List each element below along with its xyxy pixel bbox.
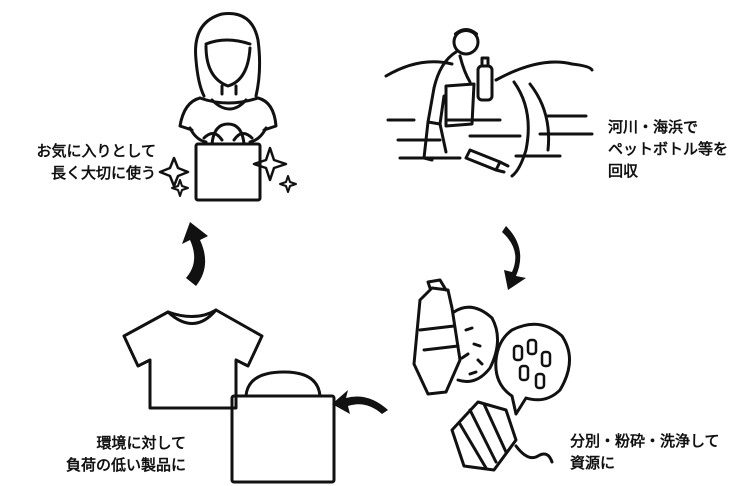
arrow-down (502, 226, 526, 290)
arrow-left (332, 390, 388, 414)
cycle-arrows (182, 222, 526, 414)
step-label-favorite: お気に入りとして 長く大切に使う (6, 140, 156, 184)
woman-with-bag-illustration (160, 14, 296, 200)
step-label-product: 環境に対して 負荷の低い製品に (10, 432, 186, 476)
arrow-up (182, 222, 208, 286)
collecting-bottles-illustration (386, 30, 592, 176)
step-label-process: 分別・粉砕・洗浄して 資源に (570, 430, 720, 474)
step-label-collect: 河川・海浜で ペットボトル等を 回収 (608, 116, 728, 182)
bottle-to-pellets-illustration (414, 280, 570, 470)
